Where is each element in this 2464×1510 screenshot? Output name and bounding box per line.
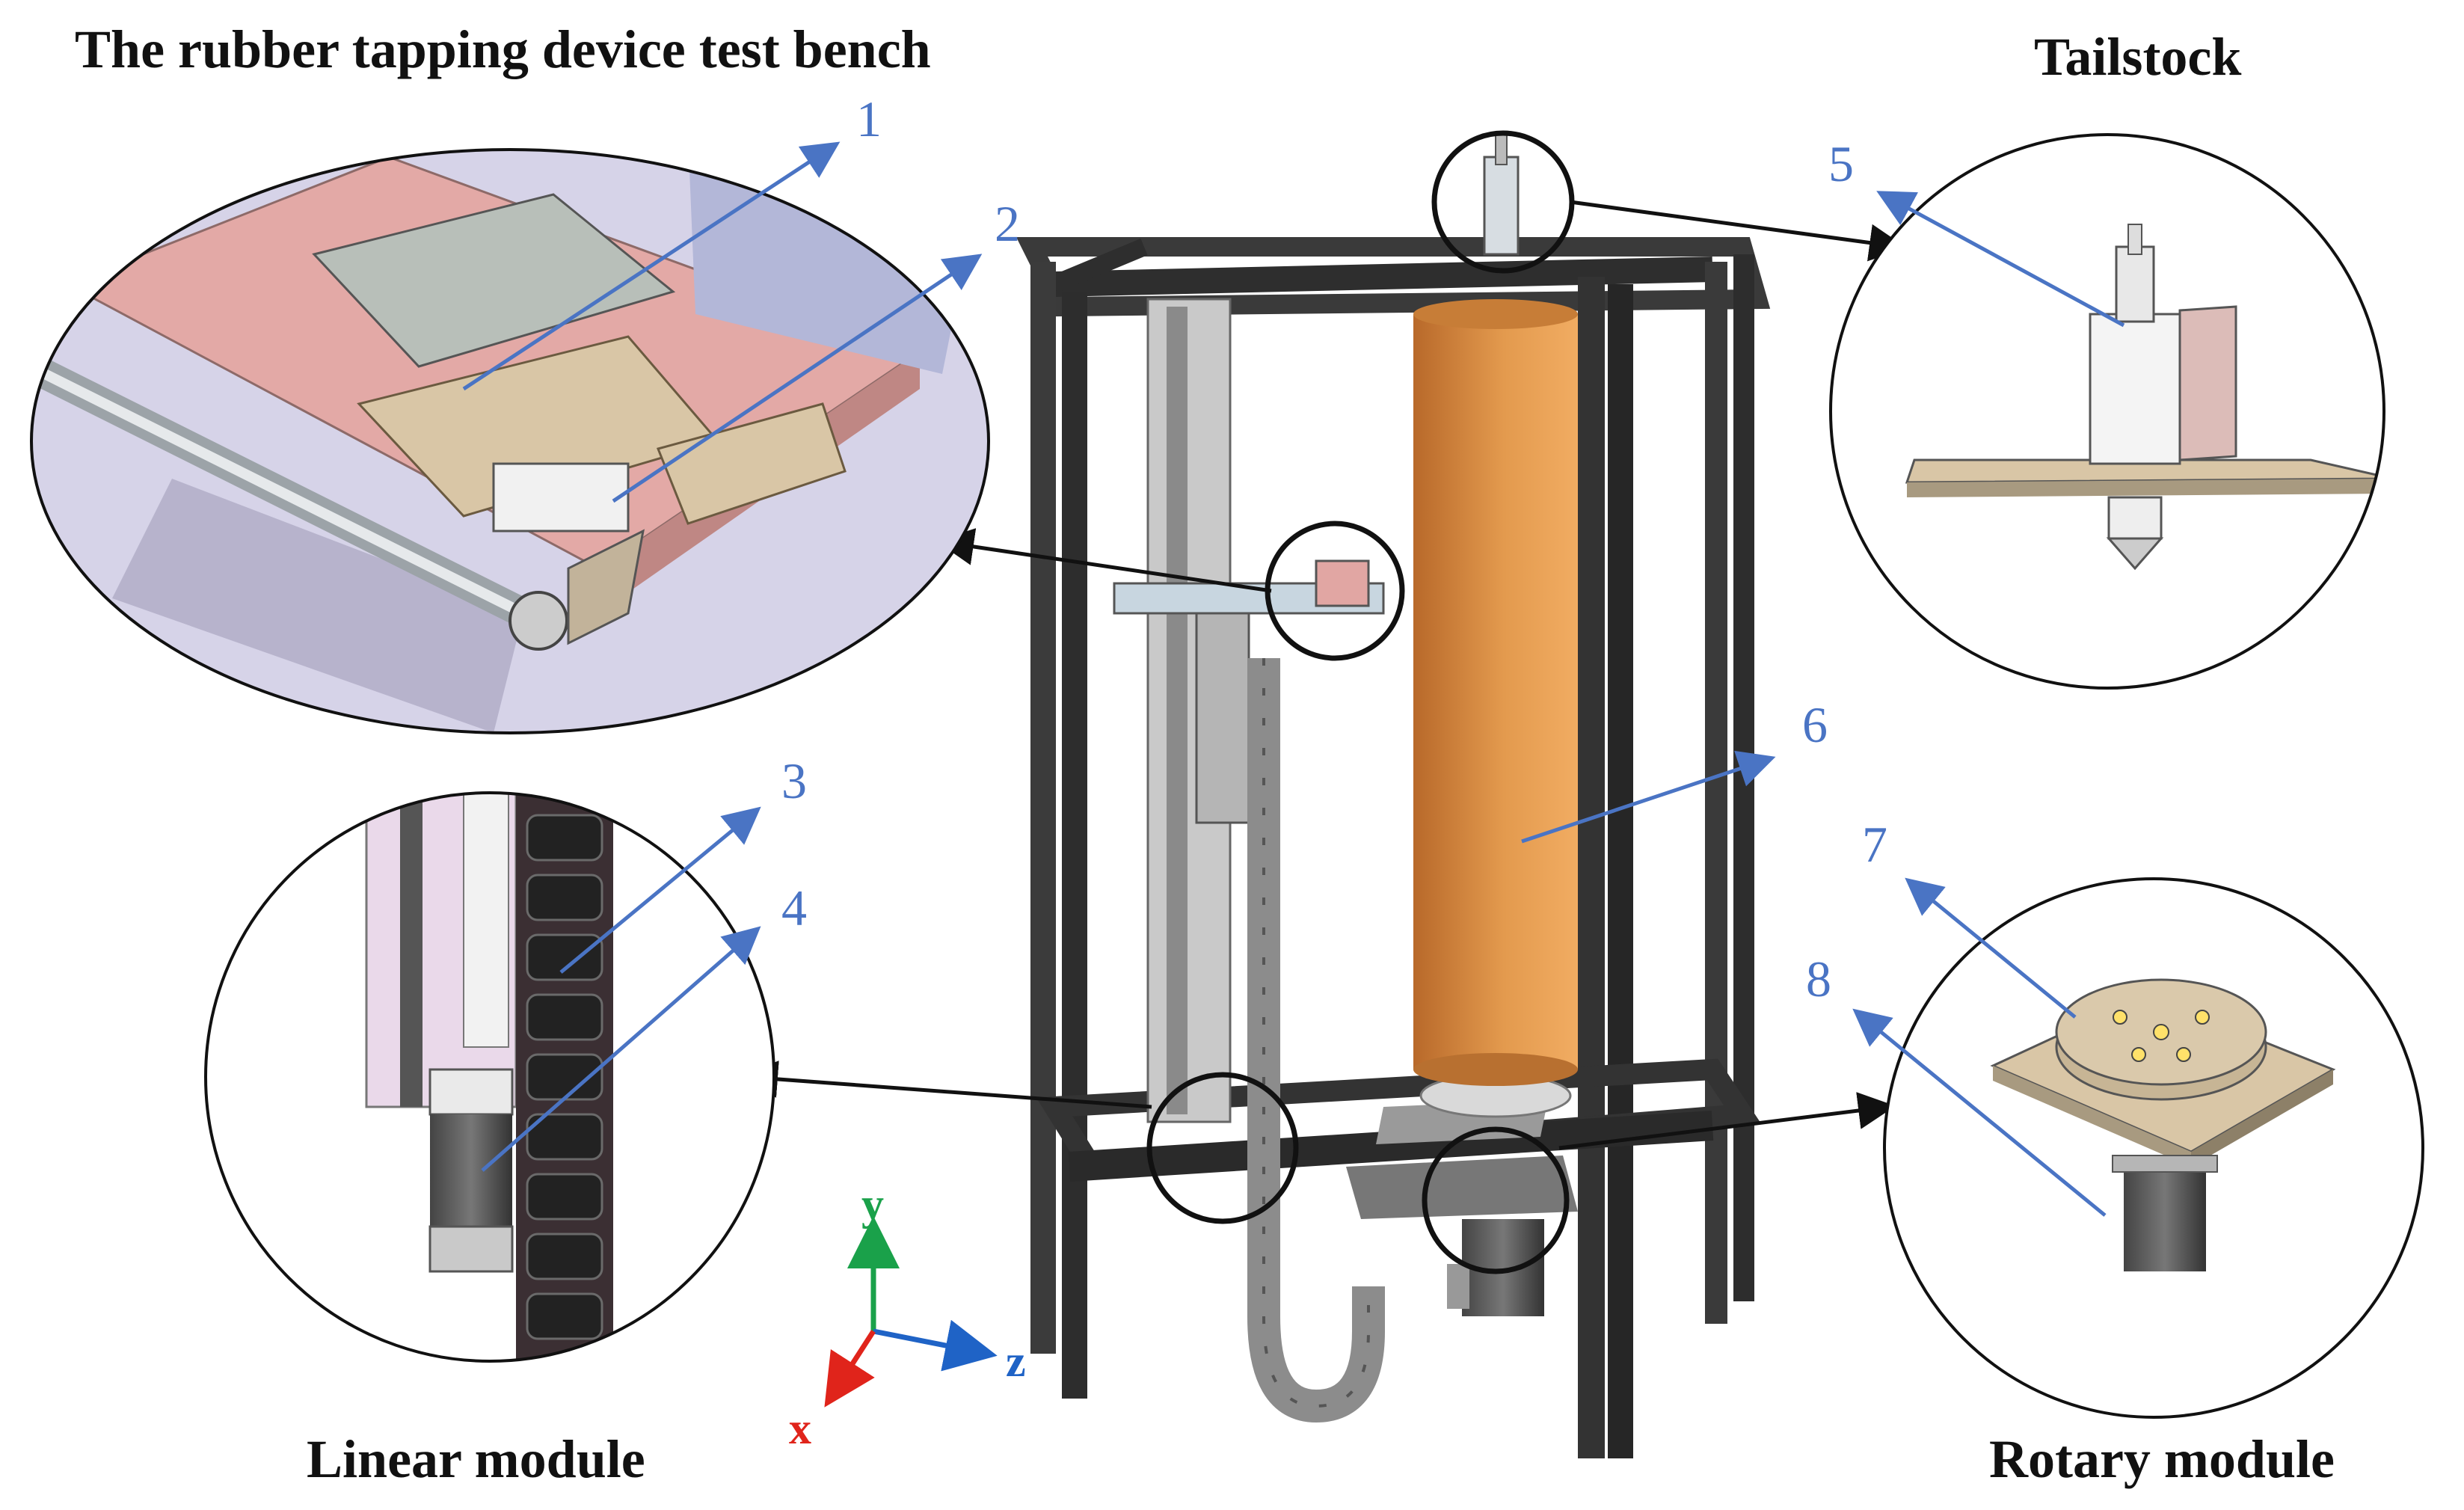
- detail-tapping-head-outline: [30, 148, 990, 734]
- title-rotary-module: Rotary module: [1989, 1429, 2335, 1489]
- callout-label-5: 5: [1828, 135, 1854, 192]
- title-linear-module: Linear module: [307, 1429, 645, 1489]
- callout-label-3: 3: [781, 752, 807, 809]
- axis-y-label: y: [861, 1179, 884, 1229]
- title-tailstock: Tailstock: [2034, 27, 2242, 87]
- rubber-tree-roller: [1413, 299, 1578, 1118]
- axis-x-arrow: [824, 1330, 876, 1408]
- axis-x-label: x: [789, 1404, 811, 1453]
- main-rotary-motor: [1447, 1219, 1544, 1316]
- detail-rotary-module: [1884, 879, 2423, 1417]
- callout-label-8: 8: [1806, 951, 1831, 1007]
- callout-label-2: 2: [995, 195, 1020, 252]
- detail-linear-module-outline: [204, 791, 775, 1363]
- detail-tailstock: [1831, 135, 2384, 688]
- axis-z-arrow: [873, 1319, 998, 1372]
- connector-arrows: [740, 200, 1907, 1150]
- detail-tapping-head: [31, 150, 989, 733]
- main-linear-rail: [1113, 298, 1385, 1423]
- coordinate-axes: [824, 1216, 998, 1408]
- callout-label-7: 7: [1862, 816, 1887, 873]
- callout-label-6: 6: [1802, 696, 1828, 753]
- detail-rotary-module-outline: [1883, 877, 2424, 1419]
- callout-leader-lines: [462, 141, 2125, 1217]
- title-test-bench: The rubber tapping device test bench: [75, 19, 931, 79]
- callout-label-4: 4: [781, 880, 807, 936]
- detail-tailstock-outline: [1829, 133, 2385, 690]
- main-tailstock: [1483, 134, 1520, 256]
- axis-z-label: z: [1006, 1336, 1026, 1386]
- main-frame: [1016, 237, 1771, 1458]
- detail-linear-module: [206, 793, 774, 1361]
- callout-label-1: 1: [856, 90, 882, 147]
